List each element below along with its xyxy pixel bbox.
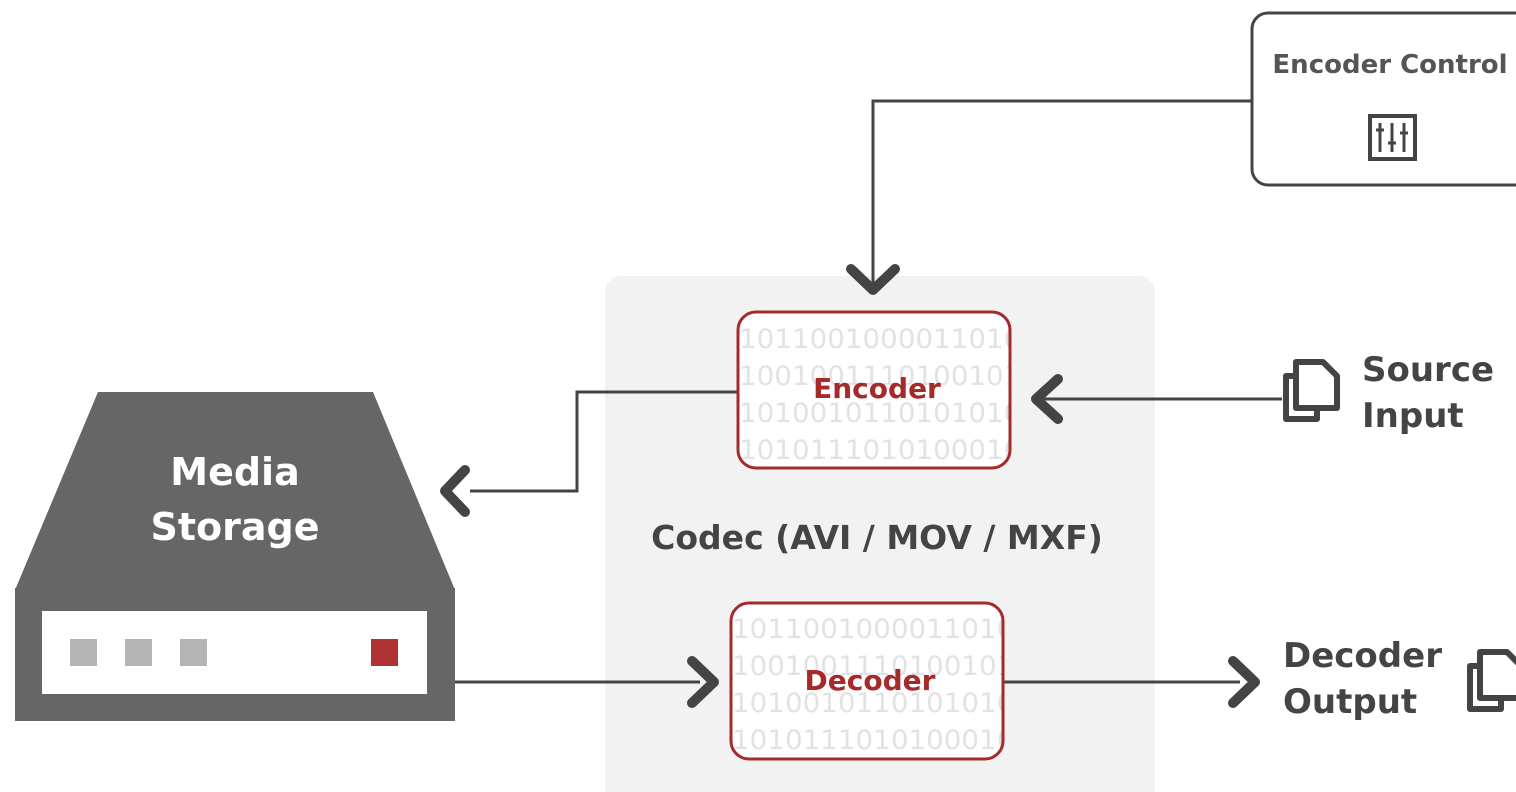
indicator-light	[180, 639, 207, 666]
indicator-light	[125, 639, 152, 666]
decoder-box[interactable]: 10110010000110101 10010011101001010 1010…	[729, 601, 1032, 761]
decoder-binary-row: 10110010000110101	[732, 614, 1032, 645]
encoder-to-storage-line	[470, 390, 738, 493]
decoder-binary-row: 10101110101000101	[732, 725, 1032, 756]
decoder-binary-row: 10100101101010100	[732, 688, 1032, 719]
sliders-icon[interactable]	[1368, 114, 1417, 161]
arrow-right-to-output	[1228, 656, 1260, 708]
codec-label: Codec (AVI / MOV / MXF)	[651, 518, 1103, 557]
encoder-binary-row: 10010011101001010	[739, 361, 1039, 392]
decoder-output-line2: Output	[1283, 682, 1417, 722]
output-document-copy-icon[interactable]	[1467, 649, 1516, 712]
connectors	[455, 99, 1282, 684]
media-storage-line1: Media	[170, 450, 299, 494]
encoder-binary-row: 10110010000110101	[739, 324, 1039, 355]
media-storage-device[interactable]: Media Storage	[15, 392, 455, 721]
decoder-binary-row: 10010011101001010	[732, 651, 1032, 682]
encoder-box[interactable]: 10110010000110101 10010011101001010 1010…	[736, 310, 1039, 470]
decoder-label: Decoder	[805, 664, 936, 697]
arrow-left-to-encoder	[1031, 374, 1063, 424]
arrowheads	[440, 264, 1260, 708]
media-storage-line2: Storage	[151, 505, 320, 549]
source-input-line2: Input	[1362, 396, 1464, 436]
source-input-line1: Source	[1362, 350, 1494, 390]
encoder-control-box[interactable]	[1250, 11, 1516, 187]
power-indicator-light	[371, 639, 398, 666]
decoder-output-line1: Decoder	[1283, 636, 1442, 676]
arrow-down-to-encoder	[846, 264, 900, 295]
control-to-encoder-line	[871, 99, 1252, 290]
media-storage-top	[15, 392, 455, 590]
encoder-label: Encoder	[813, 372, 941, 405]
encoder-binary-row: 10101110101000101	[739, 435, 1039, 466]
arrow-left-to-storage	[440, 465, 470, 517]
encoder-binary-pattern: 10110010000110101 10010011101001010 1010…	[739, 324, 1039, 466]
indicator-light	[70, 639, 97, 666]
encoder-binary-row: 10100101101010100	[739, 398, 1039, 429]
encoder-control-label: Encoder Control	[1272, 50, 1507, 80]
decoder-binary-pattern: 10110010000110101 10010011101001010 1010…	[732, 614, 1032, 756]
source-document-copy-icon[interactable]	[1283, 359, 1340, 422]
arrow-right-to-decoder	[687, 656, 719, 708]
media-storage-panel	[42, 611, 427, 694]
